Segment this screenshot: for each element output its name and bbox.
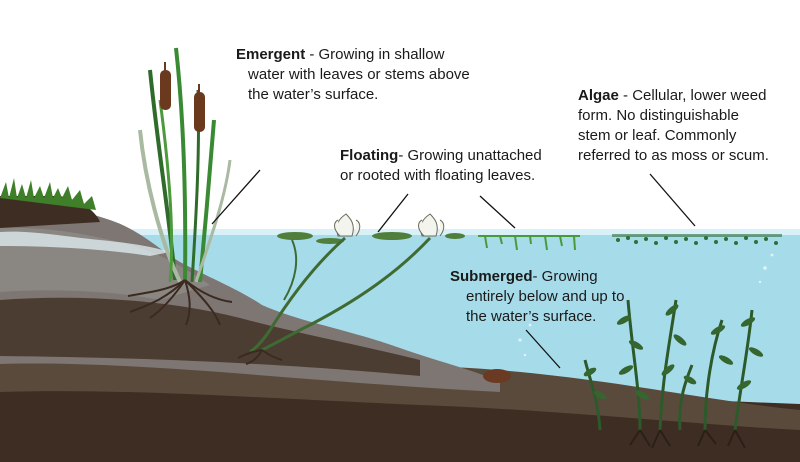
algae-leader-line — [650, 174, 695, 226]
floating-text-1: - Growing unattached — [398, 147, 541, 164]
floating-label: Floating- Growing unattached or rooted w… — [340, 146, 542, 186]
emergent-text-1: - Growing in shallow — [305, 46, 444, 63]
emergent-text-2: water with leaves or stems above — [236, 65, 470, 85]
floating-leader-line — [378, 194, 408, 232]
emergent-text-3: the water’s surface. — [236, 85, 470, 105]
algae-text-2: form. No distinguishable — [578, 106, 769, 126]
algae-title: Algae — [578, 87, 619, 104]
floating-text-2: or rooted with floating leaves. — [340, 166, 542, 186]
algae-text-3: stem or leaf. Commonly — [578, 126, 769, 146]
emergent-title: Emergent — [236, 46, 305, 63]
submerged-text-3: the water’s surface. — [450, 307, 624, 327]
floating-leader-line-2 — [480, 196, 515, 228]
emergent-leader-line — [212, 170, 260, 224]
pond-rock — [483, 369, 511, 383]
submerged-title: Submerged — [450, 268, 533, 285]
algae-text-4: referred to as moss or scum. — [578, 146, 769, 166]
algae-text-1: - Cellular, lower weed — [619, 87, 767, 104]
submerged-label: Submerged- Growing entirely below and up… — [450, 267, 624, 327]
submerged-text-1: - Growing — [533, 268, 598, 285]
submerged-text-2: entirely below and up to — [450, 287, 624, 307]
emergent-label: Emergent - Growing in shallow water with… — [236, 45, 470, 105]
algae-label: Algae - Cellular, lower weed form. No di… — [578, 86, 769, 166]
floating-title: Floating — [340, 147, 398, 164]
